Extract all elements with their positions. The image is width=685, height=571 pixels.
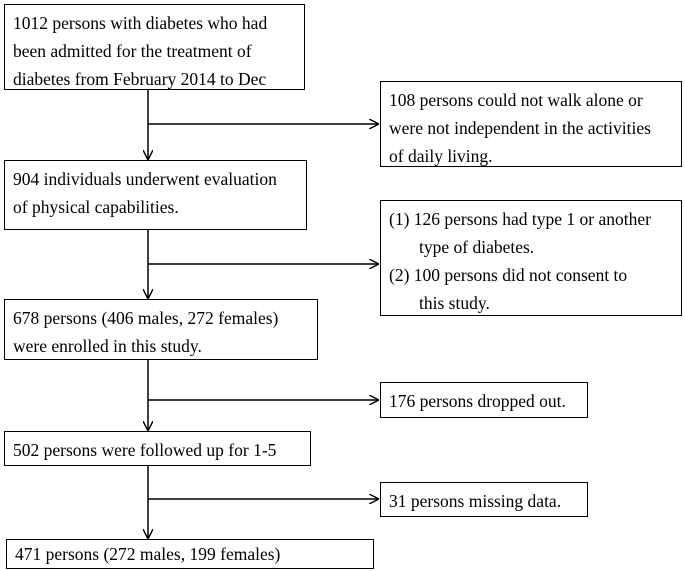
exclusion-item-marker-line: (2) 100 persons did not consent to xyxy=(389,261,673,289)
box-text-line: type of diabetes. xyxy=(419,237,535,257)
exclusion-box-type-consent: (1) 126 persons had type 1 or another ty… xyxy=(380,200,682,316)
cohort-box-final: 471 persons (272 males, 199 females) xyxy=(6,539,374,569)
box-text-line: were enrolled in this study. xyxy=(13,336,202,356)
exclusion-box-dropped-out: 176 persons dropped out. xyxy=(380,382,588,418)
box-text-line: 502 persons were followed up for 1-5 xyxy=(13,440,277,460)
box-text-line: diabetes from February 2014 to Dec xyxy=(13,69,267,89)
box-text-line: 31 persons missing data. xyxy=(389,491,562,511)
cohort-box-enrolled: 678 persons (406 males, 272 females) wer… xyxy=(4,299,318,360)
exclusion-item-marker-line: (1) 126 persons had type 1 or another xyxy=(389,205,673,233)
box-text-line: been admitted for the treatment of xyxy=(13,41,252,61)
box-text-line: of daily living. xyxy=(389,146,493,166)
list-marker: (2) xyxy=(389,265,410,285)
list-marker: (1) xyxy=(389,209,410,229)
box-text-line: this study. xyxy=(419,293,490,313)
box-text-line: 100 persons did not consent to xyxy=(413,265,628,285)
box-text-line: 1012 persons with diabetes who had xyxy=(13,13,268,33)
exclusion-box-missing-data: 31 persons missing data. xyxy=(380,482,588,517)
box-text-line: 176 persons dropped out. xyxy=(389,391,566,411)
cohort-box-followed-up: 502 persons were followed up for 1-5 xyxy=(4,431,311,466)
box-text-line: were not independent in the activities xyxy=(389,118,651,138)
box-text-line: 471 persons (272 males, 199 females) xyxy=(15,544,281,564)
box-text-line: 678 persons (406 males, 272 females) xyxy=(13,308,279,328)
cohort-box-initial: 1012 persons with diabetes who had been … xyxy=(4,4,305,90)
box-text-line: 108 persons could not walk alone or xyxy=(389,90,643,110)
box-text-line: 126 persons had type 1 or another xyxy=(413,209,651,229)
box-text-line: 904 individuals underwent evaluation xyxy=(13,169,277,189)
cohort-box-evaluated: 904 individuals underwent evaluation of … xyxy=(4,160,307,230)
box-text-line: of physical capabilities. xyxy=(13,197,179,217)
exclusion-box-mobility: 108 persons could not walk alone or were… xyxy=(380,81,682,167)
